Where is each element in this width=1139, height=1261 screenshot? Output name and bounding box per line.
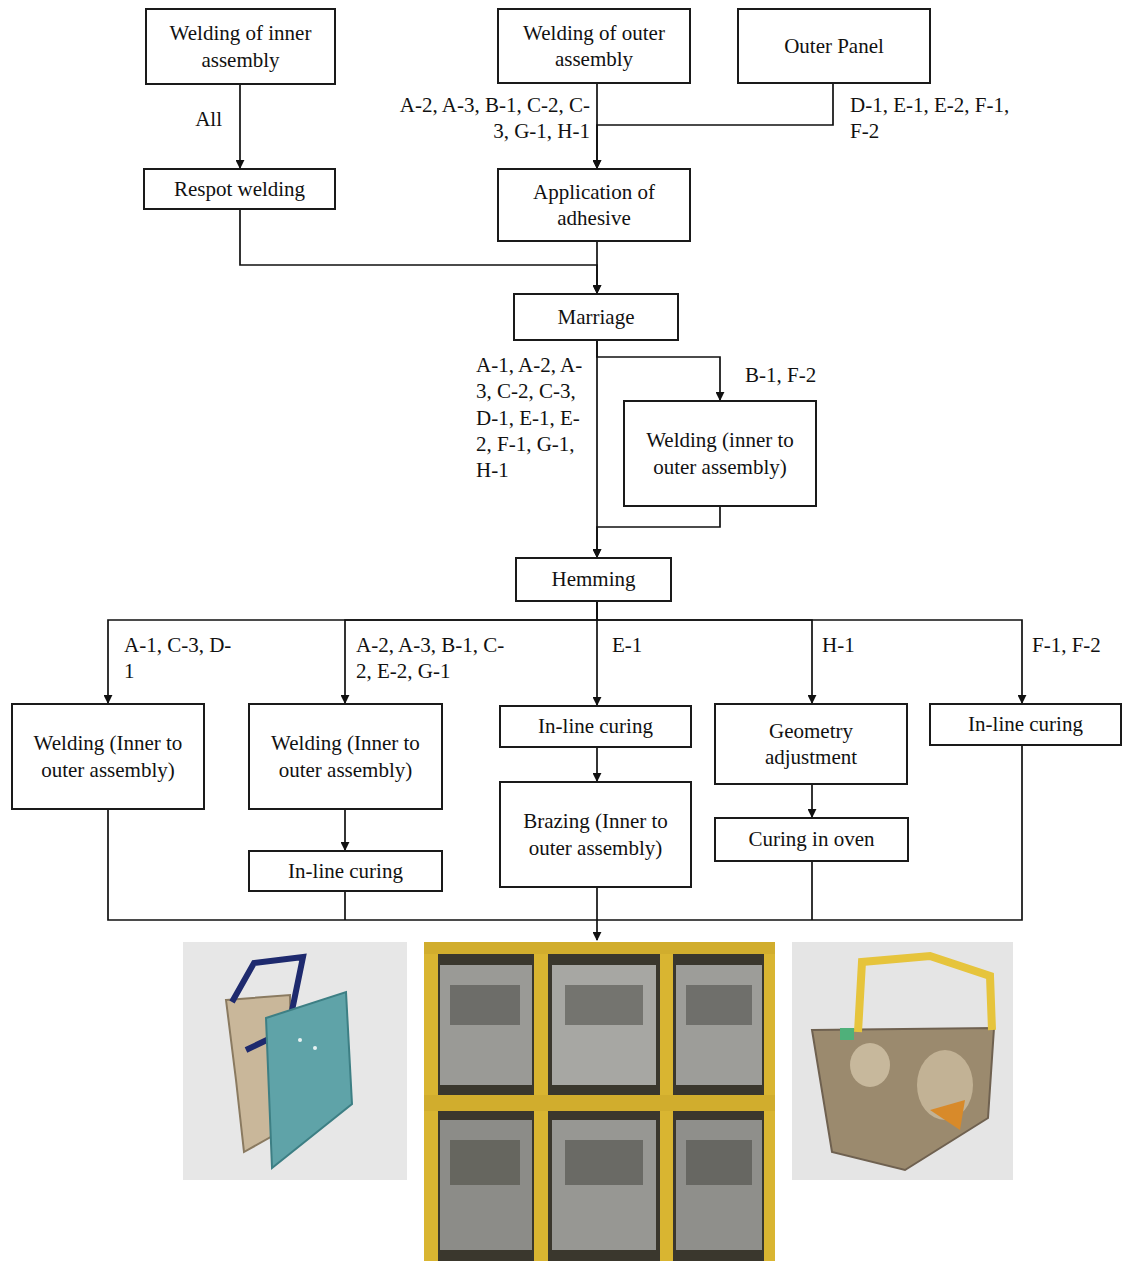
process-label: Application of adhesive: [507, 179, 681, 232]
process-label: Marriage: [558, 304, 635, 330]
outer-panel: [266, 992, 352, 1168]
process-box: Marriage: [513, 293, 679, 341]
process-label: Welding of outer assembly: [507, 20, 681, 73]
variant-codes: B-1, F-2: [745, 362, 855, 388]
process-box: Welding (inner to outer assembly): [623, 400, 817, 507]
flow-arrow: [597, 507, 720, 557]
process-label: Welding (Inner to outer assembly): [258, 730, 433, 783]
variant-codes: H-1: [822, 632, 882, 658]
process-label: Hemming: [552, 566, 636, 592]
process-label: Welding (inner to outer assembly): [633, 427, 807, 480]
outlet-line: [344, 892, 346, 920]
variant-codes: A-1, C-3, D-1: [124, 632, 232, 685]
process-label: Outer Panel: [784, 33, 884, 59]
image-ground: [424, 942, 775, 1261]
flow-arrow: [811, 785, 813, 817]
process-box: Outer Panel: [737, 8, 931, 84]
flow-arrow: [344, 810, 346, 850]
flow-arrow: [597, 84, 833, 168]
process-box: Brazing (Inner to outer assembly): [499, 781, 692, 888]
door-cad-exploded: [183, 942, 407, 1180]
outlet-line: [811, 862, 813, 920]
process-label: Welding of inner assembly: [155, 20, 326, 73]
process-box: In-line curing: [929, 703, 1122, 746]
door-cad-inner: [792, 942, 1013, 1180]
flow-arrow: [239, 85, 241, 168]
process-box: Welding of inner assembly: [145, 8, 336, 85]
process-label: Curing in oven: [749, 826, 875, 852]
process-label: Respot welding: [174, 176, 305, 202]
variant-codes: F-1, F-2: [1032, 632, 1130, 658]
process-box: Welding of outer assembly: [497, 8, 691, 84]
variant-codes: A-2, A-3, B-1, C-2, C-3, G-1, H-1: [393, 92, 590, 145]
process-label: In-line curing: [538, 713, 653, 739]
flow-arrow: [597, 602, 1022, 703]
inner-panel: [812, 1028, 994, 1170]
process-label: Welding (Inner to outer assembly): [21, 730, 195, 783]
flow-arrow: [596, 748, 598, 781]
variant-codes: D-1, E-1, E-2, F-1, F-2: [850, 92, 1022, 145]
process-box: Application of adhesive: [497, 168, 691, 242]
image-ground: [792, 942, 1013, 1180]
process-label: In-line curing: [288, 858, 403, 884]
process-box: Welding (Inner to outer assembly): [11, 703, 205, 810]
process-box: Hemming: [515, 557, 672, 602]
variant-codes: All: [160, 106, 222, 132]
flow-arrow: [597, 602, 812, 703]
variant-codes: A-2, A-3, B-1, C-2, E-2, G-1: [356, 632, 508, 685]
image-ground: [183, 942, 407, 1180]
process-label: In-line curing: [968, 711, 1083, 737]
outlet-line: [596, 888, 598, 940]
variant-codes: E-1: [612, 632, 672, 658]
process-box: In-line curing: [248, 850, 443, 892]
process-box: Welding (Inner to outer assembly): [248, 703, 443, 810]
flow-arrow: [596, 341, 598, 557]
flow-arrow: [596, 242, 598, 293]
process-box: Geometry adjustment: [714, 703, 908, 785]
window-frame: [858, 956, 992, 1032]
flow-arrow: [345, 602, 597, 703]
variant-codes: A-1, A-2, A-3, C-2, C-3, D-1, E-1, E-2, …: [476, 352, 590, 483]
process-label: Brazing (Inner to outer assembly): [509, 808, 682, 861]
flow-arrow: [108, 602, 597, 703]
door-rack-photo: [424, 942, 775, 1261]
process-box: Respot welding: [143, 168, 336, 210]
process-box: Curing in oven: [714, 817, 909, 862]
process-box: In-line curing: [499, 705, 692, 748]
flow-arrow: [597, 341, 720, 400]
process-label: Geometry adjustment: [724, 718, 898, 771]
